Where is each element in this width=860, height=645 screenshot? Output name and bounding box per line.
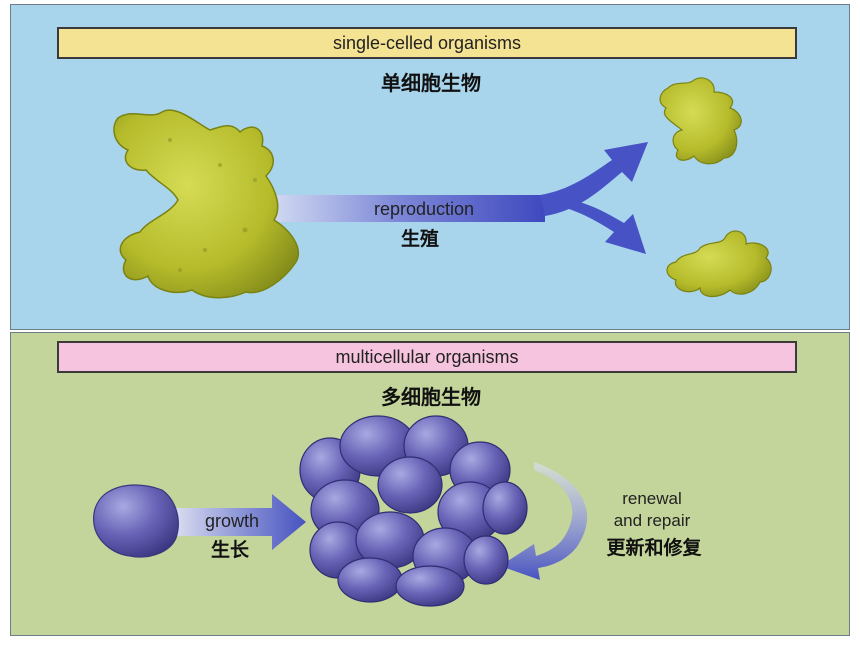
daughter-cell-lower — [666, 230, 772, 298]
reproduction-arrow — [268, 195, 545, 222]
reproduction-label-zh: 生殖 — [401, 227, 439, 250]
growth-arrow — [170, 494, 306, 550]
single-celled-title-zh: 单细胞生物 — [381, 71, 481, 95]
reproduction-arrow-upper-branch — [540, 142, 648, 216]
small-multicellular-cell — [93, 484, 179, 558]
large-single-cell — [113, 109, 299, 299]
single-celled-banner: single-celled organisms — [57, 27, 797, 59]
reproduction-arrow-lower-branch — [545, 196, 646, 254]
reproduction-label: reproduction — [374, 199, 474, 219]
growth-label: growth — [205, 511, 259, 531]
renewal-label-zh: 更新和修复 — [606, 536, 702, 559]
daughter-cell-upper — [659, 77, 742, 165]
renewal-label-line1: renewal — [622, 489, 682, 508]
renewal-label-line2: and repair — [614, 511, 691, 530]
growth-label-zh: 生长 — [211, 538, 250, 561]
multicellular-cluster — [299, 415, 528, 607]
multicellular-title-zh: 多细胞生物 — [381, 385, 481, 409]
renewal-repair-arrow — [500, 462, 588, 580]
multicellular-banner: multicellular organisms — [57, 341, 797, 373]
